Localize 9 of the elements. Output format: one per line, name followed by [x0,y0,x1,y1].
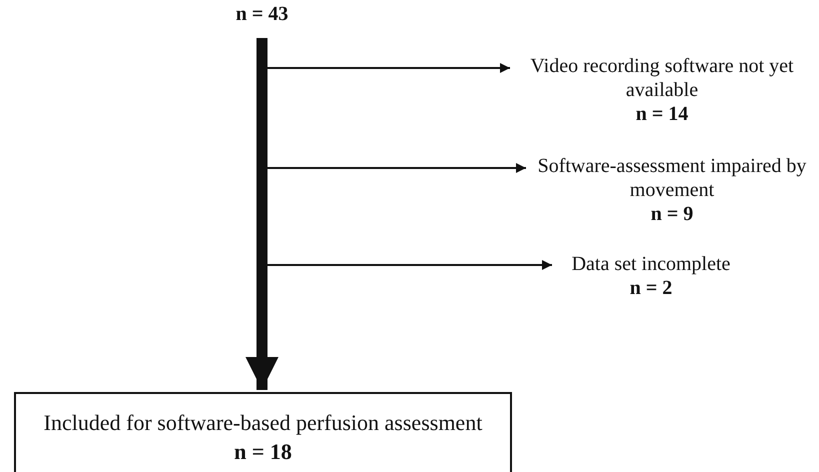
arrow [246,38,278,390]
count-label: n = 43 [236,2,288,26]
count-label: n = 18 [234,438,292,466]
result-box [14,392,512,472]
count-label: n = 2 [630,276,672,300]
node-text: Data set incomplete [572,252,730,276]
count-label: n = 9 [650,202,694,226]
count-label: n = 14 [636,102,688,126]
node-text: Included for software-based perfusion assessment [44,409,482,437]
